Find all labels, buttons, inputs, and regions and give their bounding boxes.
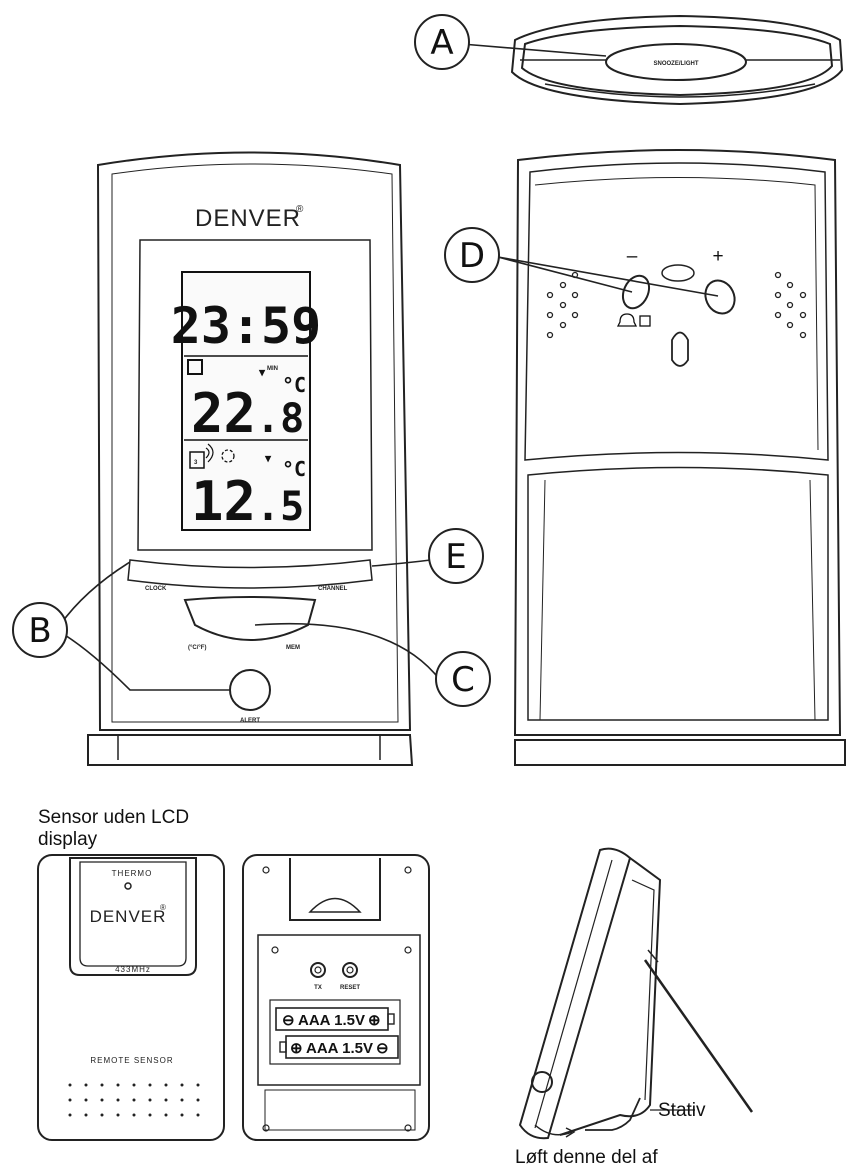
minus-label: – [627,246,638,267]
svg-text:⊕: ⊕ [368,1012,381,1029]
lcd-screen [181,271,311,531]
alert-button[interactable] [229,669,271,711]
lcd-outdoor-unit: °C [282,457,306,481]
minus-button[interactable] [618,272,654,313]
svg-text:▼: ▼ [265,452,272,465]
tx-button-label: TX [314,985,322,991]
alert-button-label: ALERT [240,718,260,724]
clock-button-label: CLOCK [145,586,167,592]
lcd-outdoor-temp-decimal: .5 [256,484,304,530]
battery-top-label: AAA 1.5V [298,1012,365,1029]
sensor-vent-holes [68,1083,200,1117]
sensor-frequency-label: 433MHz [115,965,151,974]
sensor-brand-logo: DENVER [90,907,167,926]
speaker-holes-left [546,271,579,339]
bell-icon [616,313,638,327]
lcd-min-label: MIN [267,366,278,372]
alarm-off-icon [639,315,651,327]
reset-button[interactable] [342,962,358,978]
signal-waves-icon [205,443,214,463]
battery-bottom-label: AAA 1.5V [306,1040,373,1057]
lift-caption: Løft denne del af [515,1147,658,1168]
remote-sensor-back [242,854,430,1141]
lcd-indoor-unit: °C [282,373,306,397]
unit-toggle-label: (°C/°F) [188,645,206,651]
svg-text:3: 3 [194,460,198,466]
front-registered-mark: ® [296,204,304,215]
callout-circles [12,14,500,707]
top-view-device [510,14,844,106]
callout-c: C [451,660,475,700]
front-device [87,151,414,766]
plus-button[interactable] [700,276,740,319]
front-brand-logo: DENVER [195,205,301,232]
callout-b: B [28,611,51,651]
mem-button-label: MEM [286,645,300,651]
channel-button-label: CHANNEL [318,586,348,592]
lcd-indoor-temp-decimal: .8 [256,396,304,442]
remote-sensor-front [37,854,225,1141]
sensor-caption-line1: Sensor uden LCD [38,807,189,828]
callout-a: A [430,23,453,63]
back-device [513,149,846,766]
callout-d: D [459,236,485,276]
sensor-thermo-label: THERMO [112,869,153,878]
sensor-caption-line2: display [38,829,98,850]
remote-sensor-label: REMOTE SENSOR [90,1056,173,1065]
speaker-holes-right [774,271,807,339]
lcd-outdoor-temp: 12 [191,470,256,533]
snooze-light-button[interactable] [605,43,747,81]
side-view-device [518,847,754,1140]
callout-e: E [445,537,466,577]
reset-button-label: RESET [340,985,360,991]
lcd-indoor-temp: 22 [191,382,256,445]
snooze-light-label: SNOOZE/LIGHT [654,61,699,67]
wall-hanger-hole [671,331,689,367]
svg-text:⊕: ⊕ [290,1040,303,1057]
callout-lines [59,43,719,691]
svg-text:▼: ▼ [259,366,266,379]
stand-label: Stativ [658,1100,706,1121]
svg-text:⊖: ⊖ [282,1012,295,1029]
lcd-time: 23:59 [171,297,322,355]
svg-text:⊖: ⊖ [376,1040,389,1057]
plus-label: + [712,246,723,267]
tx-button[interactable] [310,962,326,978]
stand-leg[interactable] [643,959,754,1113]
mem-button[interactable] [183,596,317,641]
sensor-channel-icon [189,451,205,469]
scan-icon [221,449,235,463]
sensor-registered-mark: ® [160,903,167,912]
